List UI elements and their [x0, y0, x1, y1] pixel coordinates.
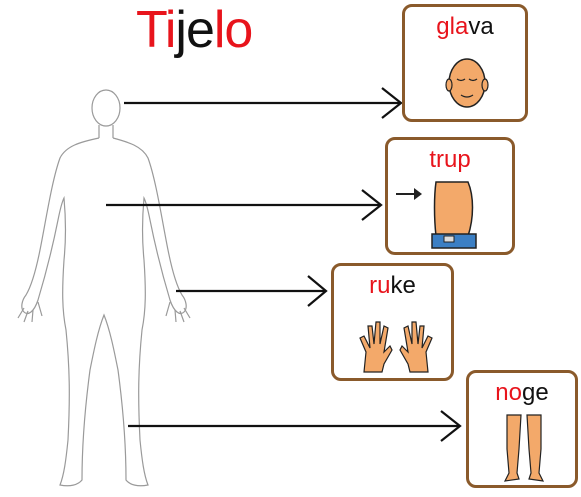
card-hands-word: ruke [334, 272, 451, 300]
arrow-torso-pointer [106, 190, 381, 220]
card-legs-word-black: ge [522, 379, 549, 406]
hands-icon [356, 318, 436, 374]
card-legs-word-red: no [495, 379, 522, 406]
card-hands-word-black: ke [390, 272, 415, 299]
card-legs: noge [466, 370, 578, 488]
arrow-legs-pointer [128, 411, 460, 441]
arrow-head-pointer [124, 88, 401, 118]
head-icon [443, 51, 491, 113]
card-head-word-black: va [468, 13, 493, 40]
card-torso-word-red: trup [429, 146, 470, 173]
card-head-word: glava [405, 13, 525, 41]
card-torso: trup [385, 137, 515, 255]
card-torso-word: trup [388, 146, 512, 174]
legs-icon [499, 413, 549, 485]
card-legs-word: noge [469, 379, 575, 407]
card-hands: ruke [331, 263, 454, 381]
card-head: glava [402, 4, 528, 122]
arrow-hands-pointer [176, 276, 326, 306]
torso-icon [394, 178, 510, 252]
card-head-word-red: gla [436, 13, 468, 40]
card-hands-word-red: ru [369, 272, 390, 299]
